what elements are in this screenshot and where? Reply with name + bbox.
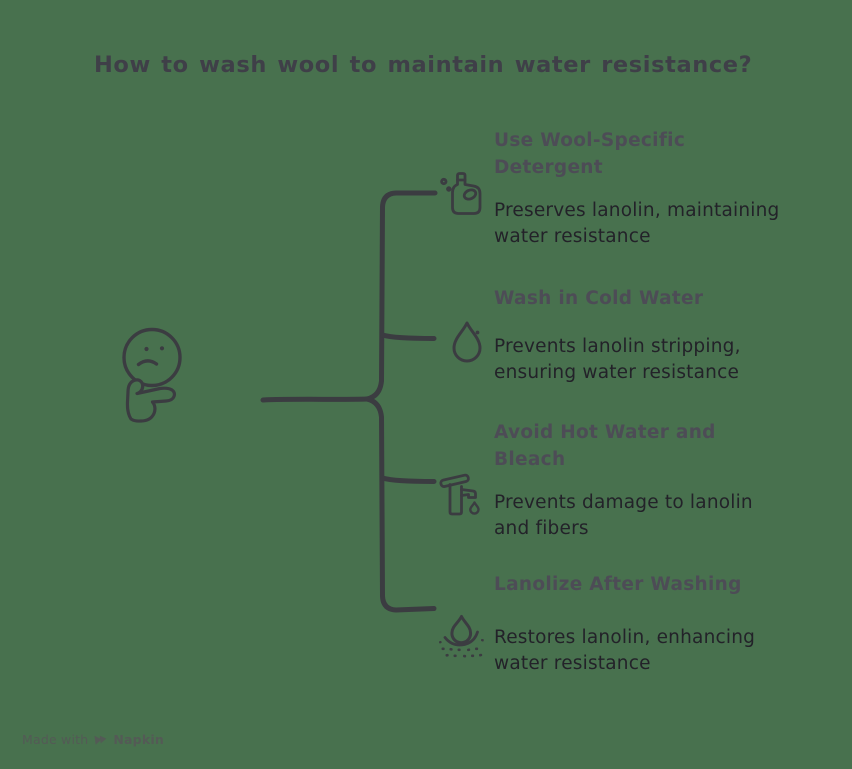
branch-heading: Lanolize After Washing <box>494 574 742 595</box>
napkin-logo-icon <box>94 735 107 745</box>
water-drop-icon <box>452 321 482 363</box>
branch-heading: Avoid Hot Water and Bleach <box>494 422 716 470</box>
branch-heading: Wash in Cold Water <box>494 288 704 309</box>
faucet-icon <box>439 473 480 516</box>
branch-description: Prevents lanolin stripping, ensuring wat… <box>494 336 741 383</box>
detergent-bottle-icon <box>440 172 482 215</box>
branch-connector-lines <box>260 190 438 613</box>
diagram-title: How to wash wool to maintain water resis… <box>94 52 753 78</box>
thinking-face-icon <box>122 327 182 423</box>
lanolin-drop-icon <box>438 615 484 658</box>
watermark-prefix: Made with <box>22 732 89 747</box>
branch-description: Preserves lanolin, maintaining water res… <box>494 200 780 247</box>
napkin-watermark[interactable]: Made with Napkin <box>22 732 164 747</box>
branch-description: Restores lanolin, enhancing water resist… <box>494 627 756 674</box>
branch-heading: Use Wool-Specific Detergent <box>494 130 686 178</box>
watermark-brand: Napkin <box>113 732 164 747</box>
branch-description: Prevents damage to lanolin and fibers <box>494 492 753 539</box>
